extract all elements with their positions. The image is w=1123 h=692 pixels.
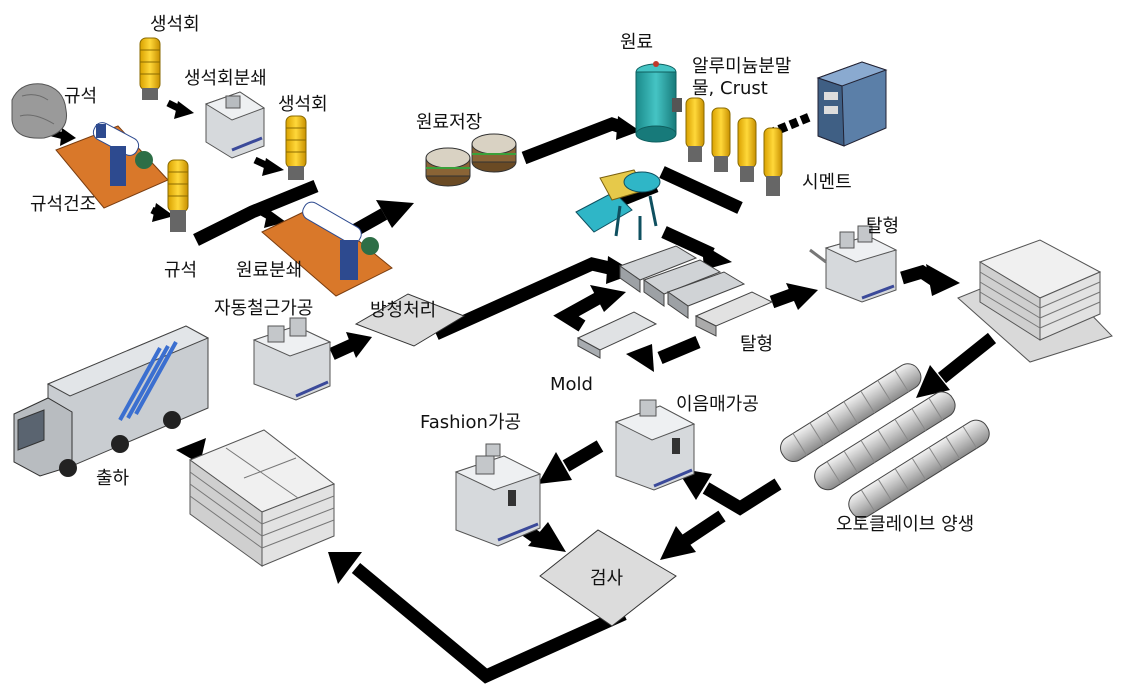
inspection-pad-icon bbox=[539, 529, 677, 627]
silica-dryer-icon bbox=[55, 122, 169, 209]
label-rustproof: 방청처리 bbox=[370, 300, 436, 321]
silica-rock-icon bbox=[11, 83, 68, 139]
arrow-joint-to-fashion bbox=[538, 440, 604, 484]
label-silica-top: 규석 bbox=[64, 86, 97, 107]
label-limestone-crush: 생석회분쇄 bbox=[184, 68, 267, 89]
demold-slabs-icon bbox=[694, 291, 774, 337]
label-limestone-top: 생석회 bbox=[150, 14, 200, 35]
control-cabinet-icon bbox=[816, 61, 888, 147]
arrow-mold-loop bbox=[553, 285, 701, 372]
label-joint: 이음매가공 bbox=[676, 394, 759, 415]
arrow-demold-right bbox=[769, 283, 818, 310]
silo-limestone-top-icon bbox=[139, 37, 161, 100]
label-material-crush: 원료분쇄 bbox=[236, 260, 302, 281]
label-inspect: 검사 bbox=[590, 568, 624, 589]
arrow-to-stack bbox=[900, 264, 960, 296]
label-silica-dry: 규석건조 bbox=[30, 194, 96, 215]
label-limestone-right: 생석회 bbox=[278, 94, 328, 115]
shipment-stack-icon bbox=[188, 429, 336, 567]
material-storage-icon bbox=[425, 133, 517, 187]
label-demold-top: 탈형 bbox=[866, 216, 899, 237]
aluminum-silos-icon bbox=[685, 97, 783, 196]
mold-trays-icon bbox=[618, 245, 746, 319]
label-demold-mid: 탈형 bbox=[740, 334, 773, 355]
autoclave-icon bbox=[780, 363, 990, 519]
arrow-storage-to-tank bbox=[521, 116, 640, 165]
joint-machine-icon bbox=[614, 399, 696, 491]
raw-tank-icon bbox=[635, 61, 682, 143]
arrow-rebar-to-rustproof bbox=[329, 332, 372, 360]
rustproof-pad-icon bbox=[354, 293, 466, 347]
label-mold: Mold bbox=[550, 374, 593, 395]
arrow-stack-to-autoclave bbox=[916, 332, 997, 398]
mold-empty-icon bbox=[576, 311, 658, 359]
label-cement: 시멘트 bbox=[802, 172, 852, 193]
truck-icon bbox=[13, 325, 210, 477]
label-ship: 출하 bbox=[96, 468, 130, 489]
arrow-crusher-to-storage bbox=[348, 200, 414, 238]
label-rebar: 자동철근가공 bbox=[214, 298, 313, 319]
label-aluminum-line2: 물, Crust bbox=[692, 78, 768, 99]
arrow-crusher-to-silo bbox=[253, 156, 284, 176]
mixer-icon bbox=[575, 169, 661, 240]
labels: 생석회 규석 생석회분쇄 생석회 규석건조 규석 원료분쇄 원료저장 원료 알루… bbox=[30, 14, 974, 589]
block-stack-right-icon bbox=[957, 239, 1113, 363]
label-aluminum: 알루미늄분말 bbox=[692, 56, 791, 77]
arrow-lime-to-crusher bbox=[166, 99, 194, 119]
label-material-storage: 원료저장 bbox=[416, 112, 482, 133]
fashion-machine-icon bbox=[454, 443, 542, 547]
label-raw: 원료 bbox=[620, 32, 653, 53]
label-autoclave: 오토클레이브 양생 bbox=[836, 514, 974, 535]
label-fashion: Fashion가공 bbox=[420, 412, 521, 433]
label-silica-bottom: 규석 bbox=[164, 260, 197, 281]
arrow-dryer-to-silo bbox=[150, 203, 174, 222]
arrow-inspect-to-stack bbox=[328, 552, 627, 684]
limestone-crusher-icon bbox=[204, 91, 266, 159]
silo-silica-icon bbox=[167, 159, 189, 232]
arrow-to-inspect-right bbox=[660, 510, 726, 560]
silo-limestone-right-icon bbox=[285, 115, 307, 180]
arrow-mixer-to-mold bbox=[661, 226, 732, 270]
material-crusher-icon bbox=[261, 201, 393, 297]
rebar-machine-icon bbox=[252, 317, 332, 401]
demold-machine-icon bbox=[809, 225, 898, 303]
